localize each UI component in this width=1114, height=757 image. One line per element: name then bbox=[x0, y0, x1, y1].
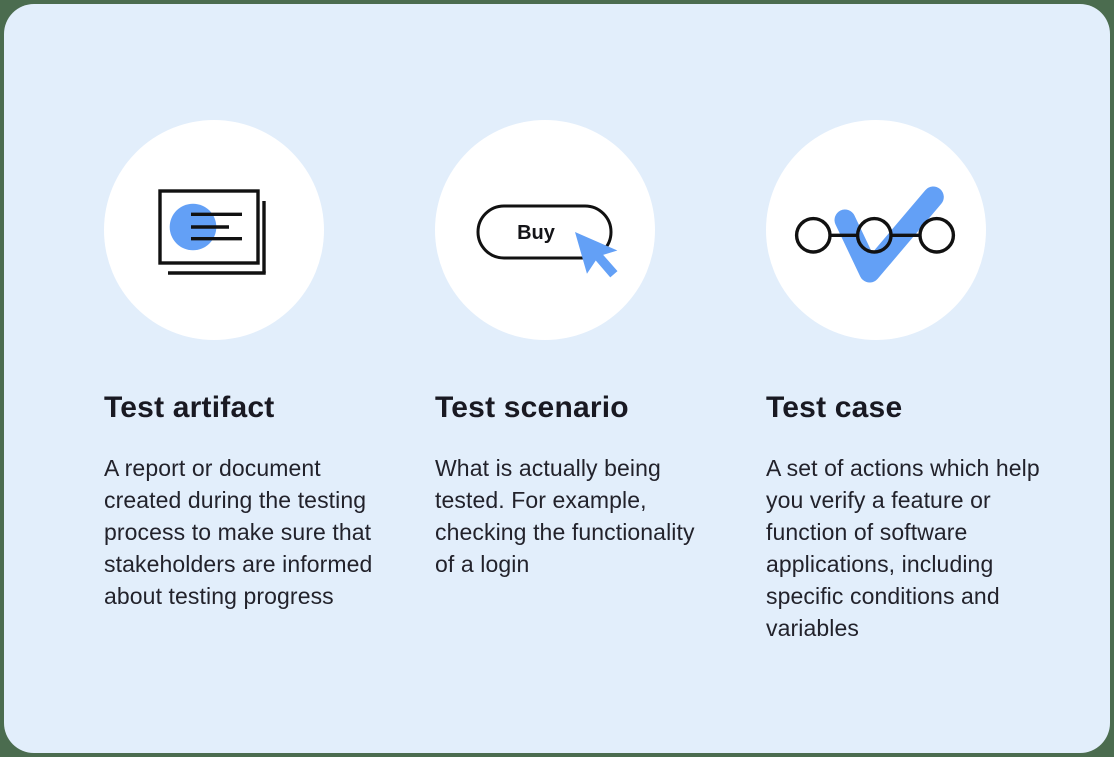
column-description: What is actually being tested. For examp… bbox=[435, 455, 695, 577]
column-title: Test artifact bbox=[104, 391, 275, 424]
buy-button-label: Buy bbox=[517, 222, 556, 244]
column-title: Test scenario bbox=[435, 391, 629, 424]
column-test-case: Test case A set of actions which help yo… bbox=[766, 120, 1048, 644]
cursor-icon bbox=[575, 232, 618, 278]
icon-circle-test-scenario: Buy bbox=[435, 120, 655, 340]
info-card: Test artifact A report or document creat… bbox=[4, 4, 1110, 753]
column-title: Test case bbox=[766, 391, 903, 424]
column-description: A report or document created during the … bbox=[104, 455, 373, 609]
icon-circle-test-artifact bbox=[104, 120, 324, 340]
buy-button-click-icon: Buy bbox=[476, 204, 618, 278]
stacked-document-icon bbox=[158, 189, 266, 275]
column-test-scenario: Buy Test scenario What is actually being… bbox=[435, 120, 717, 580]
column-test-artifact: Test artifact A report or document creat… bbox=[104, 120, 386, 612]
column-description: A set of actions which help you verify a… bbox=[766, 455, 1040, 641]
icon-circle-test-case bbox=[766, 120, 986, 340]
checkmark-steps-icon bbox=[794, 186, 956, 283]
